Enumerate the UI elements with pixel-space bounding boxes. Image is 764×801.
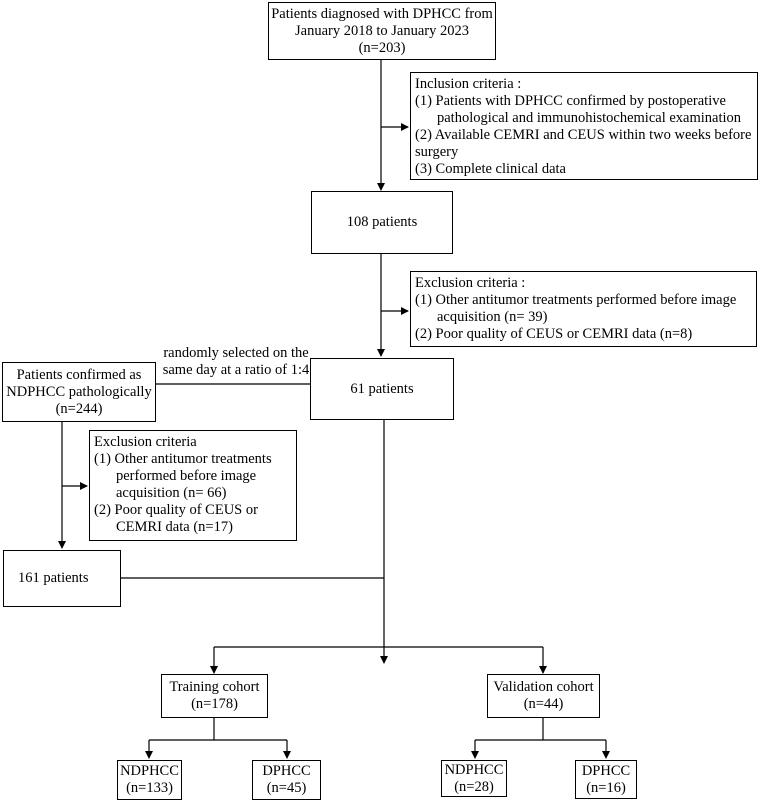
node-start-line-1: Patients diagnosed with DPHCC from xyxy=(271,5,493,22)
inclusion-item-1-text: Patients with DPHCC confirmed by postope… xyxy=(435,93,726,109)
inclusion-item-2-text: Available CEMRI and CEUS within two week… xyxy=(434,127,752,143)
exclusion1-item-1: (1) Other antitumor treatments performed… xyxy=(415,292,752,326)
node-exclusion-criteria-2: Exclusion criteria (1) Other antitumor t… xyxy=(89,430,297,541)
inclusion-item-1-cont: pathological and immunohistochemical exa… xyxy=(437,110,742,126)
val-d-line-2: (n=16) xyxy=(586,779,626,796)
node-training-cohort: Training cohort (n=178) xyxy=(161,674,268,718)
node-exclusion-criteria-1: Exclusion criteria : (1) Other antitumor… xyxy=(410,271,757,347)
exclusion2-title: Exclusion criteria xyxy=(94,434,197,450)
node-training-ndphcc: NDPHCC (n=133) xyxy=(117,760,182,800)
node-validation-dphcc: DPHCC (n=16) xyxy=(575,760,637,799)
node-start-line-2: January 2018 to January 2023 xyxy=(295,22,469,39)
node-training-dphcc: DPHCC (n=45) xyxy=(252,760,321,800)
node-inclusion-criteria: Inclusion criteria : (1) Patients with D… xyxy=(410,72,758,180)
inclusion-item-2-num: (2) xyxy=(415,127,432,143)
edge-label-line-2: same day at a ratio of 1:4 xyxy=(162,362,310,378)
edge-label-random-selection: randomly selected on the same day at a r… xyxy=(158,345,314,379)
exclusion2-item-1-cont-1: performed before image xyxy=(116,468,257,484)
inclusion-item-3-num: (3) xyxy=(415,161,432,177)
exclusion2-item-2-text: Poor quality of CEUS or xyxy=(114,502,258,518)
exclusion2-item-1-text: Other antitumor treatments xyxy=(114,451,272,467)
validation-line-2: (n=44) xyxy=(523,696,564,712)
inclusion-item-1: (1) Patients with DPHCC confirmed by pos… xyxy=(415,93,753,127)
exclusion2-item-1: (1) Other antitumor treatments performed… xyxy=(94,451,292,502)
exclusion2-item-1-num: (1) xyxy=(94,451,111,467)
ndphcc-source-line-1: Patients confirmed as xyxy=(16,366,142,383)
edge-label-line-1: randomly selected on the xyxy=(163,345,309,361)
exclusion2-item-1-cont-2: acquisition (n= 66) xyxy=(116,485,227,501)
inclusion-item-2: (2) Available CEMRI and CEUS within two … xyxy=(415,127,753,161)
node-start-line-3: (n=203) xyxy=(358,39,406,56)
node-start: Patients diagnosed with DPHCC from Janua… xyxy=(268,2,496,60)
ndphcc-source-line-2: NDPHCC pathologically xyxy=(6,383,152,400)
train-nd-line-1: NDPHCC xyxy=(120,763,179,779)
training-line-1: Training cohort xyxy=(169,679,260,695)
exclusion1-item-2: (2) Poor quality of CEUS or CEMRI data (… xyxy=(415,326,752,343)
train-nd-line-2: (n=133) xyxy=(126,780,173,796)
inclusion-item-1-num: (1) xyxy=(415,93,432,109)
exclusion1-item-2-text: Poor quality of CEUS or CEMRI data (n=8) xyxy=(435,326,693,342)
train-d-line-1: DPHCC xyxy=(262,763,311,779)
node-ndphcc-source: Patients confirmed as NDPHCC pathologica… xyxy=(2,362,156,422)
node-61-patients: 61 patients xyxy=(310,358,454,420)
exclusion2-item-2: (2) Poor quality of CEUS or CEMRI data (… xyxy=(94,502,292,536)
training-line-2: (n=178) xyxy=(191,696,238,712)
node-61-text: 61 patients xyxy=(350,380,414,397)
exclusion2-item-2-num: (2) xyxy=(94,502,111,518)
inclusion-item-2-cont: surgery xyxy=(415,144,459,160)
train-d-line-2: (n=45) xyxy=(266,780,307,796)
exclusion1-title: Exclusion criteria : xyxy=(415,275,526,291)
ndphcc-source-line-3: (n=244) xyxy=(55,400,103,417)
exclusion1-item-2-num: (2) xyxy=(415,326,432,342)
inclusion-item-3: (3) Complete clinical data xyxy=(415,161,753,178)
validation-line-1: Validation cohort xyxy=(493,679,594,695)
exclusion1-item-1-cont: acquisition (n= 39) xyxy=(437,309,548,325)
node-108-text: 108 patients xyxy=(346,214,418,230)
node-108-patients: 108 patients xyxy=(311,191,453,254)
val-nd-line-2: (n=28) xyxy=(454,778,494,795)
inclusion-item-3-text: Complete clinical data xyxy=(435,161,566,177)
node-161-patients: 161 patients xyxy=(3,550,121,607)
val-nd-line-1: NDPHCC xyxy=(444,761,504,778)
node-161-text: 161 patients xyxy=(18,570,89,586)
node-validation-cohort: Validation cohort (n=44) xyxy=(487,674,600,718)
node-validation-ndphcc: NDPHCC (n=28) xyxy=(441,760,507,797)
exclusion2-item-2-cont-1: CEMRI data (n=17) xyxy=(116,519,233,535)
exclusion1-item-1-text: Other antitumor treatments performed bef… xyxy=(435,292,737,308)
exclusion1-item-1-num: (1) xyxy=(415,292,432,308)
inclusion-title: Inclusion criteria : xyxy=(415,76,522,92)
val-d-line-1: DPHCC xyxy=(581,762,631,779)
